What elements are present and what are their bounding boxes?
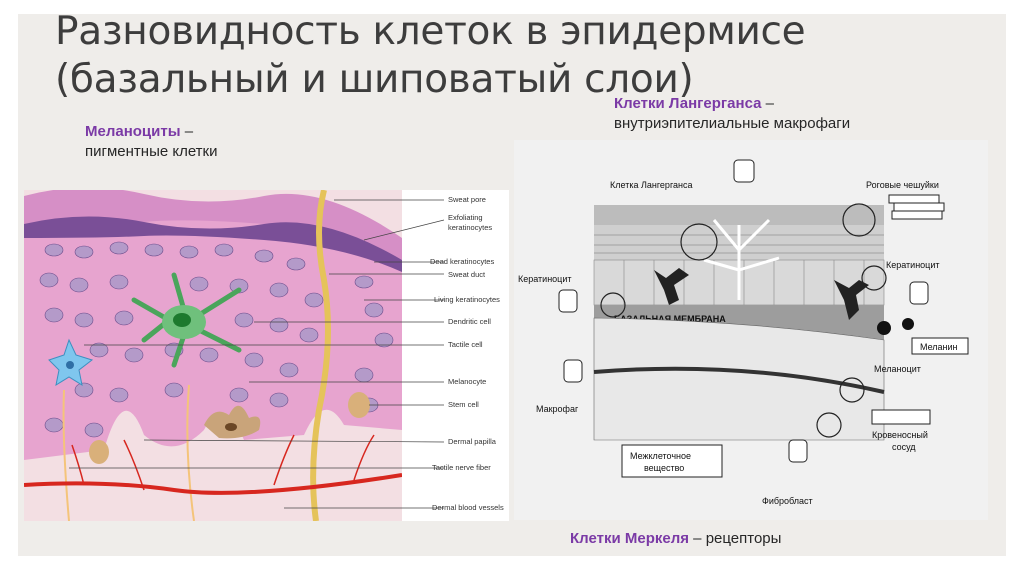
label-dead-keratinocytes: Dead keratinocytes [430, 257, 494, 266]
label-dermal-papilla: Dermal papilla [448, 437, 497, 446]
dendritic-cell-shape [131, 272, 242, 368]
label-tactile-cell: Tactile cell [448, 340, 483, 349]
desc-melanocytes: пигментные клетки [85, 143, 218, 160]
note-melanocytes: Меланоциты – пигментные клетки [85, 122, 218, 162]
label-horny-scales: Роговые чешуйки [866, 180, 939, 190]
note-merkel: Клетки Меркеля – рецепторы [570, 529, 781, 549]
dash: – [761, 95, 774, 112]
label-dendritic-cell: Dendritic cell [448, 317, 491, 326]
label-keratinocyte-right: Кератиноцит [886, 260, 940, 270]
label-exfoliating: Exfoliating [448, 213, 483, 222]
slide-title: Разновидность клеток в эпидермисе (базал… [55, 8, 815, 104]
label-dermal-blood-vessels: Dermal blood vessels [432, 503, 504, 512]
label-sweat-pore: Sweat pore [448, 195, 486, 204]
label-keratinocyte-left: Кератиноцит [518, 274, 572, 284]
label-stem-cell: Stem cell [448, 400, 479, 409]
label-living-keratinocytes: Living keratinocytes [434, 295, 500, 304]
label-blood-vessel-1: Кровеносный [872, 430, 928, 440]
epidermis-cells-schematic: БАЗАЛЬНАЯ МЕМБРАНА [514, 140, 988, 520]
note-langerhans: Клетки Лангерганса – внутриэпителиальные… [614, 94, 850, 134]
dash: – [180, 123, 194, 140]
label-sweat-duct: Sweat duct [448, 270, 486, 279]
label-langerhans-cell: Клетка Лангерганса [610, 180, 693, 190]
skin-layers-svg: Sweat pore Exfoliating keratinocytes Dea… [24, 190, 504, 521]
label-melanocyte: Melanocyte [448, 377, 486, 386]
label-intercellular-1: Межклеточное [630, 451, 691, 461]
title-line-2: (базальный и шиповатый слои) [55, 57, 694, 102]
skin-layers-illustration: Sweat pore Exfoliating keratinocytes Dea… [24, 190, 509, 521]
label-fibroblast: Фибробласт [762, 496, 813, 506]
schematic-svg: БАЗАЛЬНАЯ МЕМБРАНА [514, 140, 988, 520]
label-blood-vessel-2: сосуд [892, 442, 916, 452]
term-langerhans: Клетки Лангерганса [614, 95, 762, 112]
desc-merkel: – рецепторы [689, 530, 782, 547]
term-merkel: Клетки Меркеля [570, 530, 690, 547]
label-melanocyte-ru: Меланоцит [874, 364, 921, 374]
label-tactile-nerve-fiber: Tactile nerve fiber [432, 463, 491, 472]
label-macrophage: Макрофаг [536, 404, 579, 414]
term-melanocytes: Меланоциты [85, 123, 181, 140]
desc-langerhans: внутриэпителиальные макрофаги [614, 115, 851, 132]
title-line-1: Разновидность клеток в эпидермисе [55, 9, 806, 54]
label-exfoliating-2: keratinocytes [448, 223, 492, 232]
label-melanin: Меланин [920, 342, 958, 352]
label-intercellular-2: вещество [644, 463, 684, 473]
label-basal-membrane: БАЗАЛЬНАЯ МЕМБРАНА [614, 314, 726, 324]
